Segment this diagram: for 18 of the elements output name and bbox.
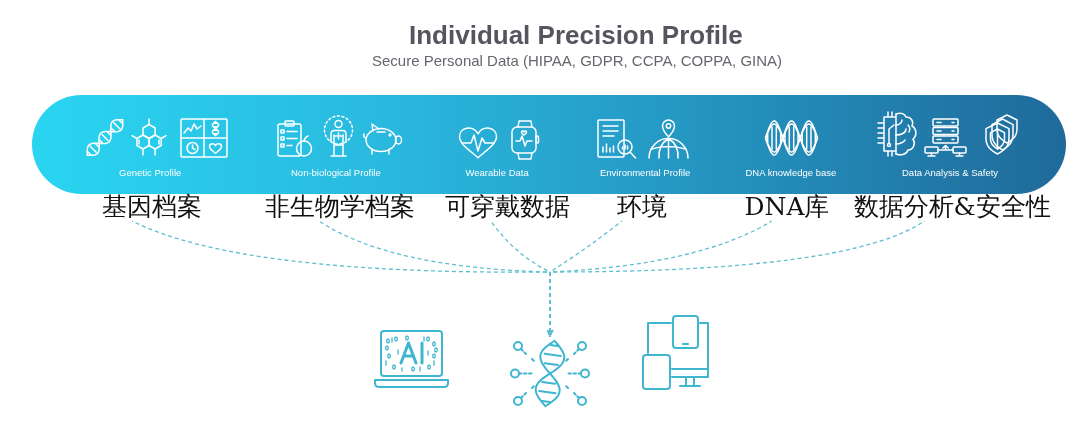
category-caption: DNA库 <box>744 193 830 221</box>
category-label: DNA knowledge base <box>745 167 837 179</box>
subtitle: Secure Personal Data (HIPAA, GDPR, CCPA, COPPA, GINA) <box>372 52 783 70</box>
category-caption: 数据分析&安全性 <box>853 193 1051 221</box>
category-label: Wearable Data <box>465 167 529 179</box>
category-label: Non-biological Profile <box>291 167 381 179</box>
title: Individual Precision Profile <box>409 20 743 50</box>
devices-icon <box>642 315 710 390</box>
category-label: Genetic Profile <box>119 167 182 179</box>
category-caption: 非生物学档案 <box>265 193 415 221</box>
dashed-arrow <box>546 220 926 338</box>
category-label: Data Analysis & Safety <box>902 167 999 179</box>
laptop-icon <box>374 330 449 388</box>
category-caption: 可穿戴数据 <box>444 193 570 221</box>
category-caption: 环境 <box>617 193 667 221</box>
category-label: Environmental Profile <box>600 167 691 179</box>
dna-network-icon <box>510 337 590 410</box>
category-caption: 基因档案 <box>102 193 202 221</box>
